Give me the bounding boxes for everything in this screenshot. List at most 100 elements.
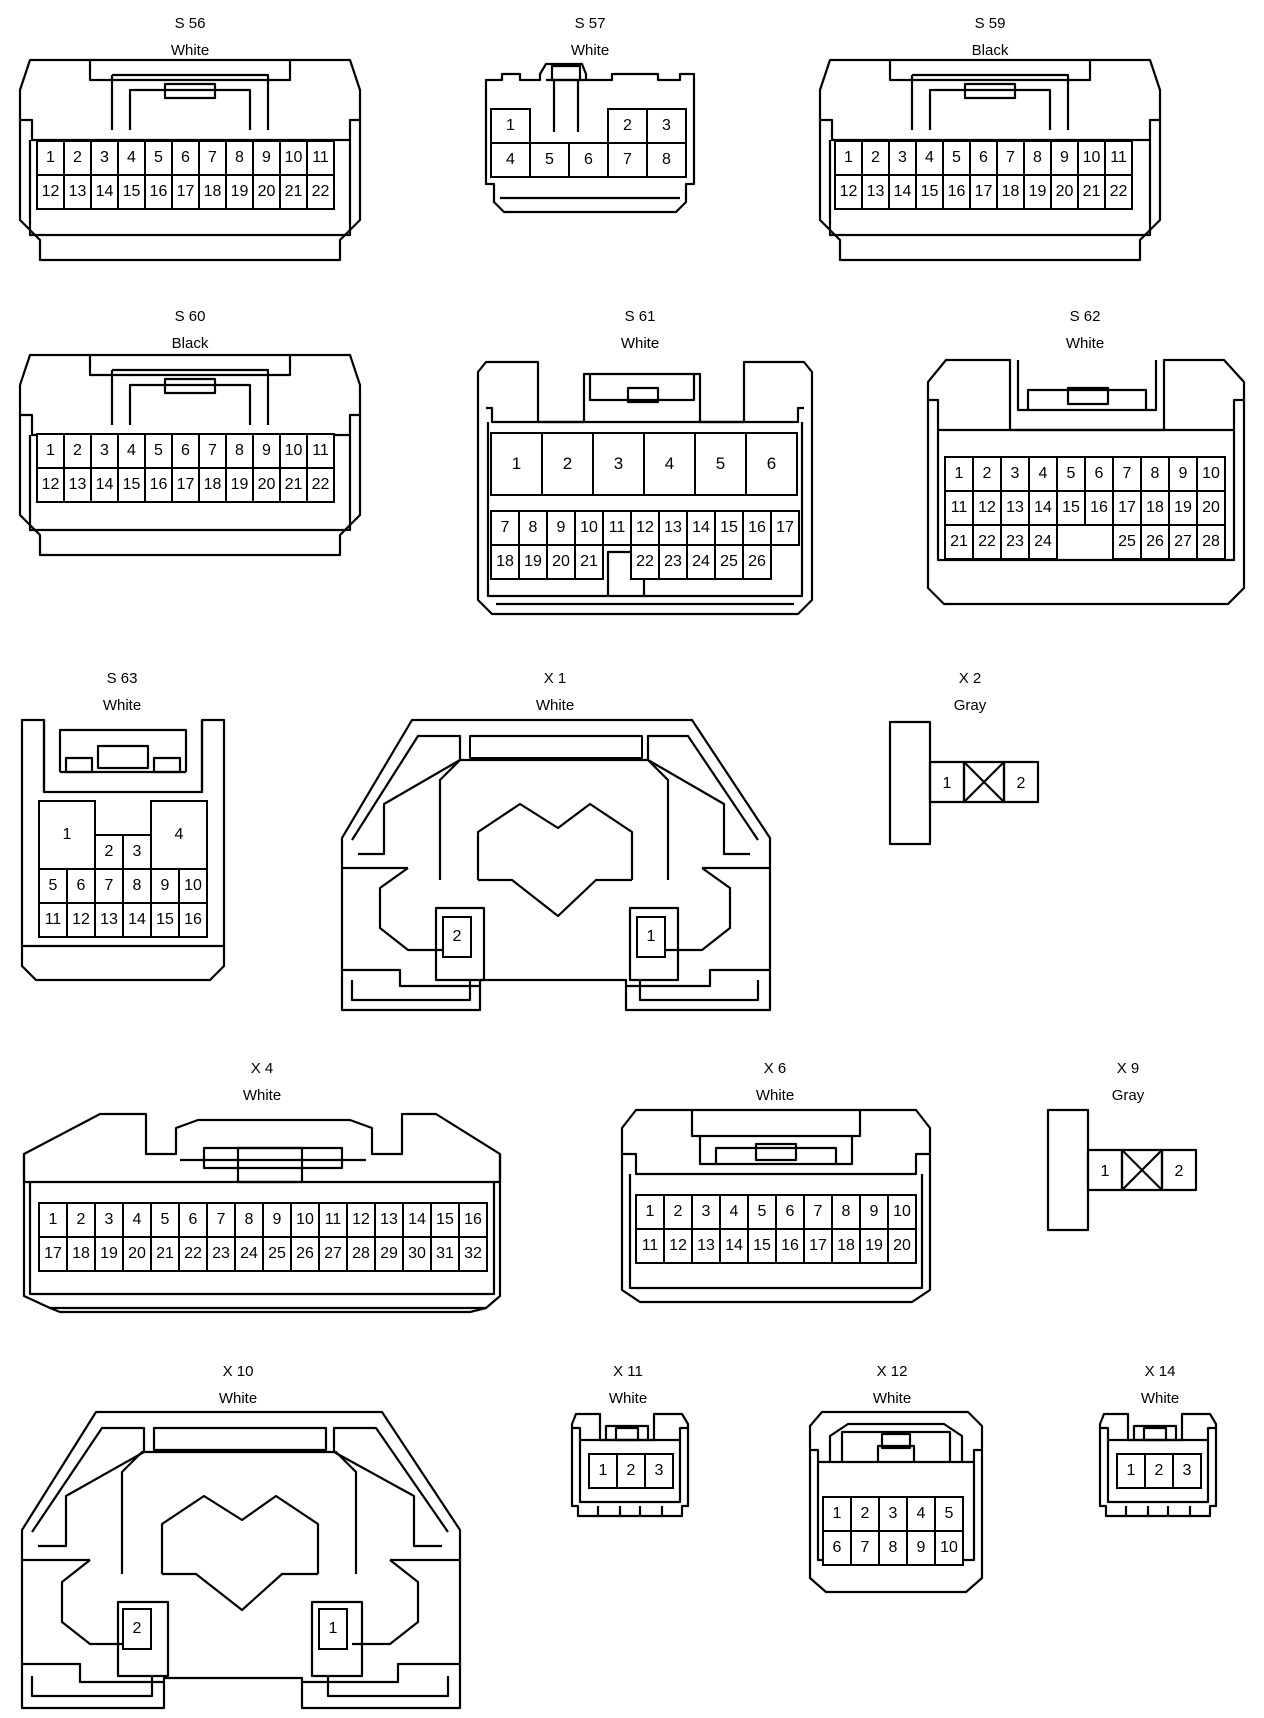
pin: 11	[1104, 140, 1133, 176]
pin: 10	[279, 140, 308, 176]
pin: 9	[252, 433, 281, 469]
pin: 4	[490, 142, 531, 178]
pin: 8	[518, 510, 548, 546]
pin: 2	[94, 834, 124, 870]
connector-header-s59: S 59 Black	[910, 10, 1070, 64]
pin: 5	[529, 142, 570, 178]
pin: 30	[402, 1236, 432, 1272]
pin: 3	[646, 108, 687, 144]
pin: 9	[906, 1530, 936, 1566]
pin: 2	[972, 456, 1002, 492]
connector-code: S 61	[624, 308, 656, 325]
pin: 24	[1028, 524, 1058, 560]
pin: 26	[290, 1236, 320, 1272]
connector-color: White	[872, 1390, 912, 1407]
pin: 4	[915, 140, 944, 176]
pin: 3	[90, 433, 119, 469]
pin: 10	[887, 1194, 917, 1230]
pin: 7	[996, 140, 1025, 176]
pin: 26	[742, 544, 772, 580]
pin: 16	[458, 1202, 488, 1238]
pin: 31	[430, 1236, 460, 1272]
pin: 20	[546, 544, 576, 580]
pin: 3	[1000, 456, 1030, 492]
pin: 2	[63, 140, 92, 176]
pin: 20	[252, 467, 281, 503]
connector-s57-housing	[484, 62, 696, 214]
pin: 6	[66, 868, 96, 904]
pin: 13	[94, 902, 124, 938]
pin: 3	[592, 432, 645, 496]
pin: 18	[831, 1228, 861, 1264]
pin: 2	[850, 1496, 880, 1532]
pin-gap	[529, 108, 570, 144]
connector-s63-housing	[20, 718, 226, 982]
pin: 5	[934, 1496, 964, 1532]
pin: 4	[906, 1496, 936, 1532]
connector-color: White	[608, 1390, 648, 1407]
connector-color: White	[102, 697, 142, 714]
pin: 25	[1112, 524, 1142, 560]
pin: 4	[117, 140, 146, 176]
pin-gap	[568, 108, 609, 144]
connector-header-x10: X 10 White	[158, 1358, 318, 1412]
pin: 11	[306, 433, 335, 469]
pin: 11	[944, 490, 974, 526]
connector-header-s62: S 62 White	[1005, 303, 1165, 357]
pin: 26	[1140, 524, 1170, 560]
pin-gap	[1084, 524, 1114, 560]
pin: 8	[122, 868, 152, 904]
connector-color: Gray	[1111, 1087, 1145, 1104]
connector-code: S 59	[974, 15, 1006, 32]
connector-x4-housing	[22, 1112, 502, 1314]
pin: 3	[878, 1496, 908, 1532]
pin: 13	[658, 510, 688, 546]
pin: 8	[234, 1202, 264, 1238]
connector-header-s56: S 56 White	[110, 10, 270, 64]
pin: 1	[588, 1453, 618, 1489]
connector-code: X 10	[222, 1363, 254, 1380]
pin: 13	[861, 174, 890, 210]
pin: 7	[490, 510, 520, 546]
pin: 12	[66, 902, 96, 938]
connector-color: White	[170, 42, 210, 59]
pin: 23	[1000, 524, 1030, 560]
connector-color: White	[570, 42, 610, 59]
pin: 5	[150, 1202, 180, 1238]
connector-color: White	[218, 1390, 258, 1407]
pin: 5	[144, 140, 173, 176]
pin: 9	[262, 1202, 292, 1238]
pin: 15	[747, 1228, 777, 1264]
pin: 17	[969, 174, 998, 210]
connector-x11-housing	[570, 1412, 690, 1518]
pin: 4	[150, 800, 208, 870]
pin: 8	[225, 433, 254, 469]
pin: 21	[150, 1236, 180, 1272]
connector-header-x11: X 11 White	[548, 1358, 708, 1412]
pin: 5	[694, 432, 747, 496]
pin: 3	[888, 140, 917, 176]
pin: 6	[178, 1202, 208, 1238]
pin: 6	[568, 142, 609, 178]
pin: 16	[775, 1228, 805, 1264]
pin: 5	[1056, 456, 1086, 492]
pin: 12	[663, 1228, 693, 1264]
pin: 15	[915, 174, 944, 210]
pin: 23	[206, 1236, 236, 1272]
pin: 10	[1077, 140, 1106, 176]
pin: 2	[861, 140, 890, 176]
connector-code: X 2	[958, 670, 982, 687]
pin: 10	[279, 433, 308, 469]
pin: 22	[630, 544, 660, 580]
connector-code: X 4	[250, 1060, 274, 1077]
pin: 10	[1196, 456, 1226, 492]
connector-code: S 57	[574, 15, 606, 32]
connector-color: White	[620, 335, 660, 352]
pin: 8	[225, 140, 254, 176]
pin: 8	[646, 142, 687, 178]
